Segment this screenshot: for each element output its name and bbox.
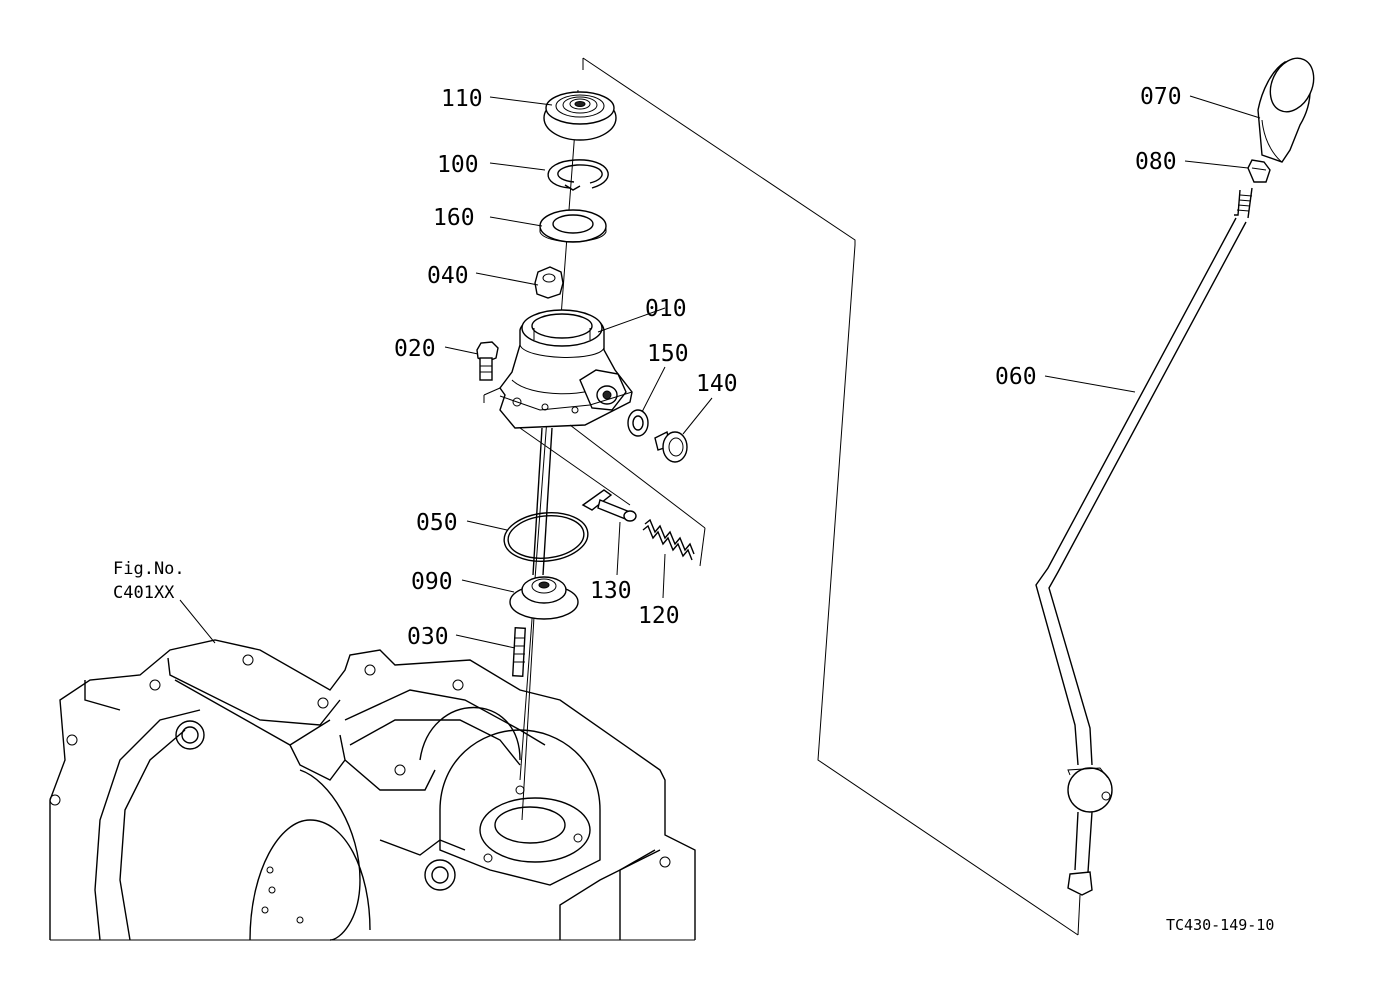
part-130-pin — [581, 489, 637, 522]
part-100-snap-ring — [547, 159, 609, 191]
part-030-stud — [512, 627, 526, 677]
callout-020: 020 — [394, 336, 436, 362]
part-020-plug — [476, 341, 499, 381]
part-010-housing — [483, 309, 633, 429]
callout-080: 080 — [1135, 149, 1177, 175]
housing-shaft — [532, 427, 553, 576]
part-080-nut — [1247, 159, 1271, 183]
part-070-knob — [1257, 57, 1315, 163]
leader-lines — [179, 95, 1261, 649]
callout-050: 050 — [416, 510, 458, 536]
callout-labels: 110 100 160 040 010 020 150 140 050 090 … — [394, 84, 1182, 650]
part-140-plug — [654, 430, 688, 463]
callout-010: 010 — [645, 296, 687, 322]
callout-090: 090 — [411, 569, 453, 595]
part-120-spring — [642, 518, 695, 561]
part-090-seat — [509, 576, 579, 620]
figure-reference-line1: Fig.No. — [113, 559, 185, 579]
callout-130: 130 — [590, 578, 632, 604]
callout-060: 060 — [995, 364, 1037, 390]
figure-reference: Fig.No. C401XX — [113, 559, 185, 603]
callout-040: 040 — [427, 263, 469, 289]
callout-140: 140 — [696, 371, 738, 397]
figure-reference-line2: C401XX — [113, 583, 175, 603]
assembly-axis — [519, 89, 579, 821]
callout-150: 150 — [647, 341, 689, 367]
callout-100: 100 — [437, 152, 479, 178]
callout-120: 120 — [638, 603, 680, 629]
part-110-boot — [543, 91, 617, 141]
part-150-washer — [627, 409, 649, 437]
callout-070: 070 — [1140, 84, 1182, 110]
transmission-case — [49, 639, 696, 941]
callout-030: 030 — [407, 624, 449, 650]
part-050-o-ring — [503, 512, 589, 562]
callout-110: 110 — [441, 86, 483, 112]
part-060-lever — [1035, 187, 1253, 896]
part-160-washer — [539, 209, 607, 243]
exploded-view-frame — [582, 57, 1081, 936]
detent-bracket-lines — [519, 424, 706, 567]
part-040-nut — [534, 266, 564, 299]
callout-160: 160 — [433, 205, 475, 231]
drawing-code: TC430-149-10 — [1166, 916, 1274, 934]
